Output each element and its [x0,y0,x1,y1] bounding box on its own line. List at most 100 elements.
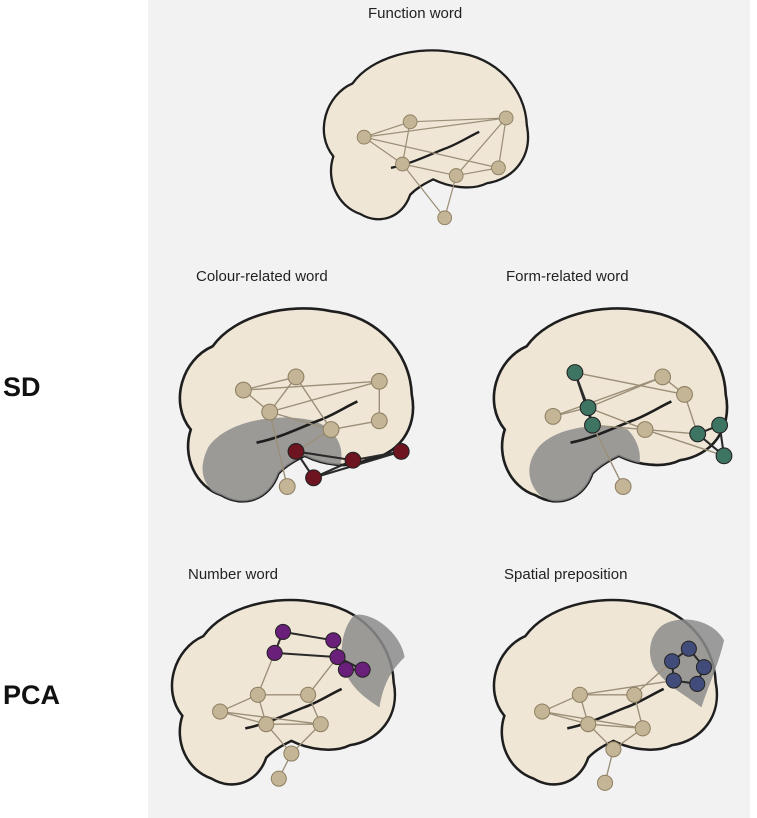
network-edge [588,723,643,730]
brain-colour-related-word [178,307,415,503]
network-node [370,412,388,430]
network-node [498,110,514,126]
network-node [270,770,287,787]
network-node [491,160,506,176]
row-label-sd: SD [3,372,41,402]
title-number-word: Number word [188,566,279,583]
network-edge [644,428,725,457]
network-node [634,720,651,737]
row-label-pca: PCA [3,680,61,710]
network-node-specific [680,640,697,657]
network-edge [587,406,646,431]
network-node [312,716,329,733]
network-node [534,703,551,720]
network-nodes [212,623,371,787]
network-node [300,686,317,703]
network-node [654,368,672,386]
network-edge [269,380,380,413]
network-edge [410,117,507,123]
brain-form-related-word [492,307,733,503]
brain-silhouette [492,307,729,503]
sylvian-fissure [570,400,672,444]
network-edge [269,411,288,487]
network-edge [552,376,663,418]
brain-outline [492,307,729,503]
network-node [395,156,410,172]
title-colour-related-word: Colour-related word [196,268,328,285]
network-node [402,114,418,130]
network-node [676,386,693,403]
network-node [626,686,643,703]
network-node [544,407,562,425]
network-node [437,210,453,226]
title-spatial-preposition: Spatial preposition [504,566,628,583]
network-node [571,686,588,703]
network-node-specific [711,416,729,434]
network-edge [274,651,338,659]
network-node [596,774,614,791]
network-node [356,129,372,145]
network-node-specific [664,653,681,670]
network-edge [295,450,354,462]
title-form-related-word: Form-related word [506,268,629,285]
title-function-word: Function word [368,5,463,22]
network-edge [645,428,698,435]
network-nodes [356,110,514,226]
network-node-specific [274,623,292,640]
network-node [258,716,275,733]
network-node-specific [584,416,601,434]
parietal-shaded-region [650,619,725,708]
network-edge [402,163,457,177]
network-node-specific [354,661,371,678]
network-node [370,372,388,390]
network-node [605,741,622,758]
network-edge [363,117,507,138]
brain-number-word [170,598,405,787]
network-node-specific [715,447,733,465]
network-node-specific [665,672,682,689]
parietal-shaded-region [341,614,405,708]
network-node [287,368,305,386]
network-node [448,168,464,183]
network-node-specific [344,451,362,469]
network-nodes [234,368,410,495]
network-edge [363,136,403,165]
network-edge [574,371,685,396]
network-node [212,703,229,720]
network-node-specific [325,632,342,649]
network-edge [363,136,499,169]
network-node-specific [695,659,712,676]
network-node-specific [392,443,410,460]
network-node-specific [689,675,706,692]
network-node-specific [337,661,354,678]
network-node-specific [689,425,707,443]
network-edge [363,121,411,138]
network-edge [282,630,334,642]
network-node [580,716,597,733]
network-node [249,686,266,703]
network-node [636,421,654,438]
brain-spatial-preposition [492,598,725,791]
brain-function-word [322,49,530,226]
network-node-specific [287,443,305,460]
network-node [278,478,296,495]
network-edge [243,376,297,391]
network-node-specific [566,364,584,381]
network-edge [269,411,332,431]
network-edge [579,679,674,696]
network-node [322,421,340,438]
sylvian-fissure [256,400,358,444]
network-edge [592,424,646,431]
network-node [614,478,632,495]
network-edge [497,117,507,168]
network-nodes [534,640,712,791]
network-node-specific [266,644,283,661]
network-edge [295,376,332,430]
network-edge [401,163,446,219]
network-edge [633,660,673,696]
network-node-specific [579,399,597,417]
network-node-specific [329,649,346,666]
network-edge [591,424,624,487]
network-edge [455,117,507,176]
network-edge [243,380,380,391]
